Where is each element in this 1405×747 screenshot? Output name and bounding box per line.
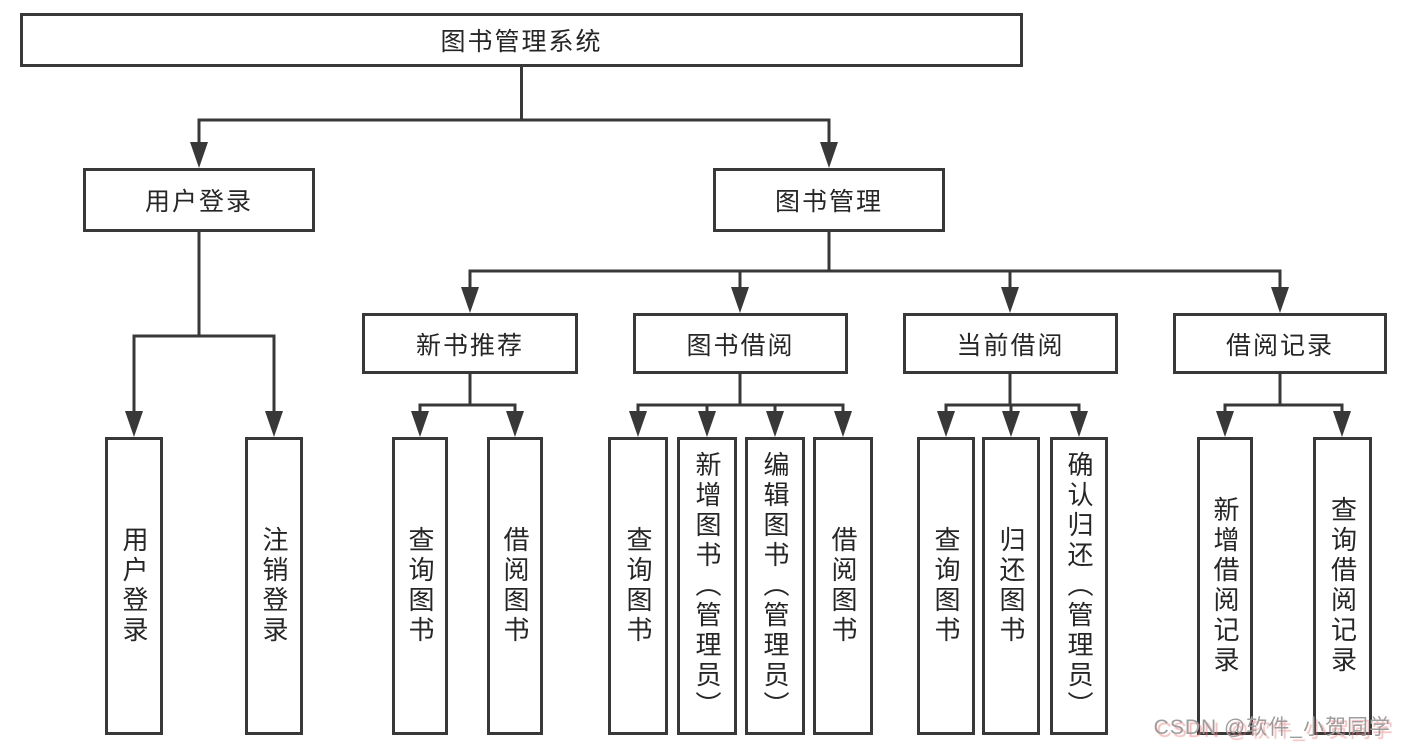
node-leaf-user-login: 用户登录 [105, 437, 163, 735]
arrowheads [125, 142, 1351, 437]
node-book-management: 图书管理 [713, 168, 945, 232]
node-borrowing-records: 借阅记录 [1173, 313, 1387, 374]
node-leaf-add-books-admin: 新增图书（管理员） [677, 437, 737, 735]
node-leaf-borrow-books: 借阅图书 [813, 437, 873, 735]
node-leaf-query-books-newbook: 查询图书 [392, 437, 448, 735]
node-leaf-confirm-return-admin: 确认归还（管理员） [1050, 437, 1108, 735]
node-leaf-query-borrow-record: 查询借阅记录 [1313, 437, 1372, 735]
node-leaf-borrow-books-newbook: 借阅图书 [487, 437, 543, 735]
csdn-watermark: CSDN @软件_小贺同学 [1153, 716, 1391, 739]
node-new-book-recommendation: 新书推荐 [362, 313, 578, 374]
node-root-library-system: 图书管理系统 [20, 13, 1023, 67]
node-leaf-query-books-current: 查询图书 [917, 437, 975, 735]
node-leaf-add-borrow-record: 新增借阅记录 [1197, 437, 1253, 735]
node-leaf-edit-books-admin: 编辑图书（管理员） [745, 437, 805, 735]
node-current-borrowing: 当前借阅 [903, 313, 1118, 374]
node-leaf-return-books: 归还图书 [982, 437, 1040, 735]
node-book-borrowing: 图书借阅 [633, 313, 848, 374]
node-leaf-logout-login: 注销登录 [245, 437, 303, 735]
node-leaf-query-books-borrow: 查询图书 [608, 437, 668, 735]
node-user-login: 用户登录 [83, 168, 315, 232]
